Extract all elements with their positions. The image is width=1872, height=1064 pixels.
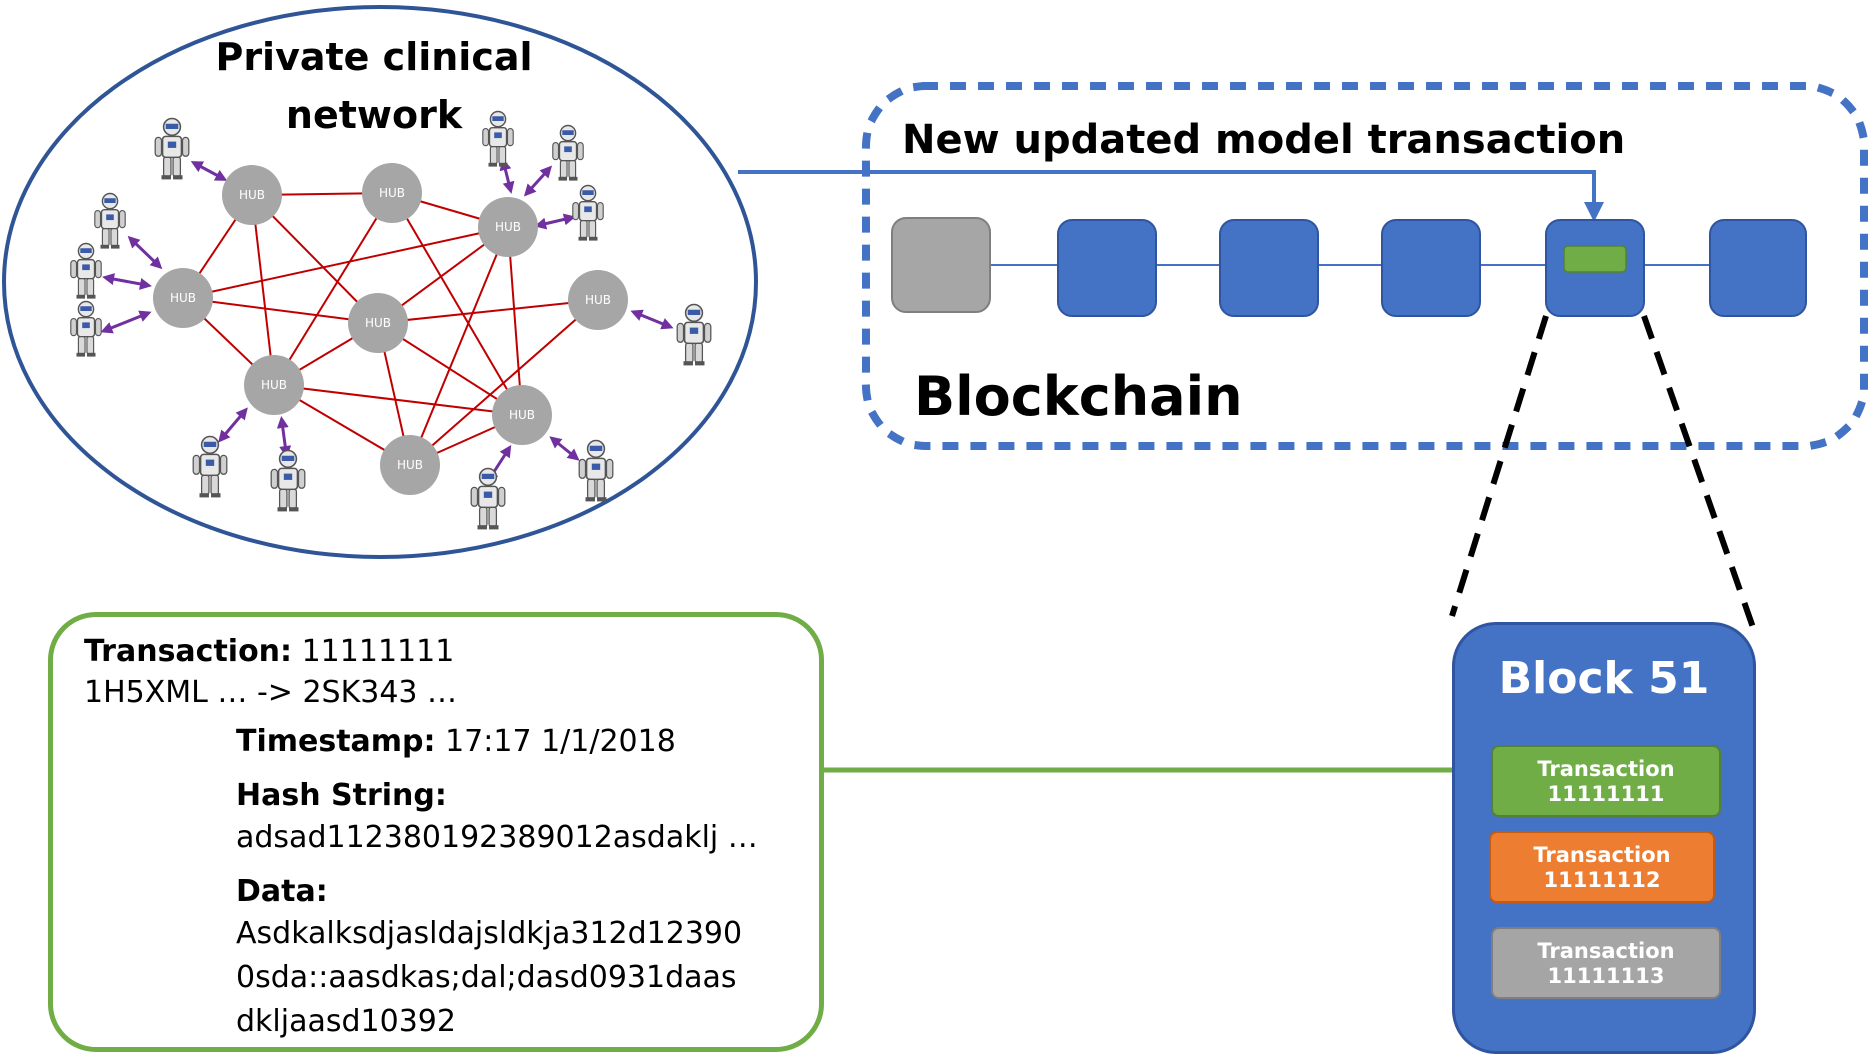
svg-text:HUB: HUB <box>509 408 535 422</box>
transaction-detail-box <box>48 612 824 1052</box>
genesis-block <box>891 217 991 313</box>
chain-block <box>1219 219 1319 317</box>
svg-text:HUB: HUB <box>365 316 391 330</box>
svg-text:HUB: HUB <box>495 220 521 234</box>
highlight-transaction-marker <box>1563 245 1627 273</box>
hub-node: HUB <box>492 385 552 445</box>
svg-text:HUB: HUB <box>170 291 196 305</box>
hash-label: Hash String: <box>236 778 447 813</box>
hub-node: HUB <box>244 355 304 415</box>
hub-node: HUB <box>478 197 538 257</box>
network-to-block-arrow <box>738 170 1604 222</box>
address-line: 1H5XML … -> 2SK343 … <box>84 675 458 710</box>
hub-node: HUB <box>362 163 422 223</box>
svg-text:HUB: HUB <box>379 186 405 200</box>
agent-links <box>100 158 674 484</box>
svg-text:HUB: HUB <box>585 293 611 307</box>
svg-text:HUB: HUB <box>239 188 265 202</box>
data-line-2: 0sda::aasdkas;dal;dasd0931daas <box>236 960 737 995</box>
zoom-line-left <box>1449 315 1549 617</box>
data-line-3: dkljaasd10392 <box>236 1004 456 1039</box>
chain-block <box>1057 219 1157 317</box>
network-ellipse <box>2 5 758 559</box>
hash-value: adsad112380192389012asdaklj … <box>236 820 758 855</box>
blockchain-container <box>862 82 1868 450</box>
chain-block <box>1381 219 1481 317</box>
svg-text:HUB: HUB <box>397 458 423 472</box>
transaction-line: Transaction: 11111111 <box>84 634 455 669</box>
new-model-caption: New updated model transaction <box>902 117 1625 163</box>
block-title: Block 51 <box>1498 653 1710 704</box>
hub-node: HUB <box>348 293 408 353</box>
hub-node: HUB <box>568 270 628 330</box>
hub-node: HUB <box>380 435 440 495</box>
hub-node: HUB <box>222 165 282 225</box>
data-line-1: Asdkalksdjasldajsldkja312d12390 <box>236 916 743 951</box>
hub-nodes: HUB HUB HUB HUB HUB HUB HUB HUB HUB <box>153 163 628 495</box>
hub-links <box>182 192 599 466</box>
network-title-line1: Private clinical <box>215 35 532 79</box>
blockchain-label: Blockchain <box>914 365 1243 428</box>
data-label: Data: <box>236 874 328 909</box>
network-title-line2: network <box>286 93 463 137</box>
timestamp-line: Timestamp: 17:17 1/1/2018 <box>236 724 676 759</box>
zoom-line-right <box>1641 315 1759 637</box>
svg-text:HUB: HUB <box>261 378 287 392</box>
hub-node: HUB <box>153 268 213 328</box>
chain-block <box>1709 219 1807 317</box>
